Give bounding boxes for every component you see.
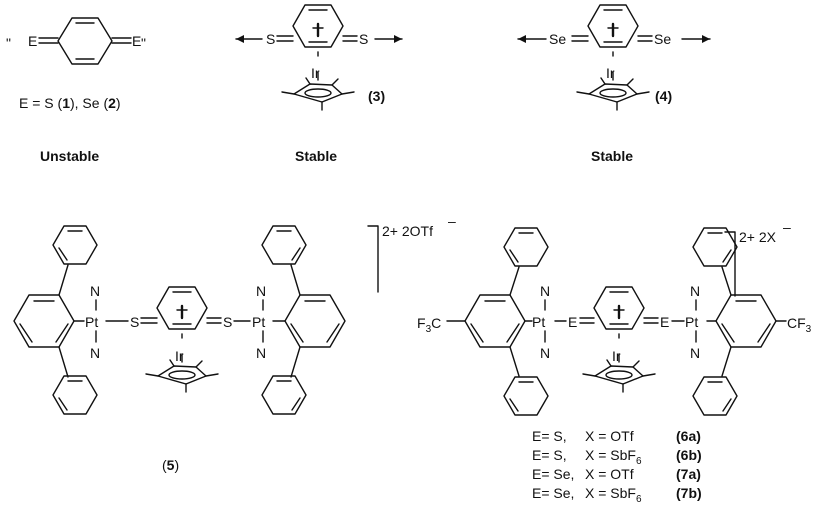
atom-se-right: Se [654, 31, 671, 47]
svg-text:X = SbF6: X = SbF6 [585, 447, 642, 467]
variant-row: E= S, X = OTf (6a) [532, 428, 701, 444]
n-label-6d: N [690, 345, 700, 361]
svg-text:X = SbF6: X = SbF6 [585, 485, 642, 505]
metal-ir-4: Ir [606, 65, 615, 81]
n-label-6a: N [540, 283, 550, 299]
complex-5: 2+ 2OTf – N N Pt S S Ir Pt N N [13, 213, 456, 473]
unstable-legend: E = S (1), Se (2) [19, 95, 121, 111]
cf3-left: F3C [417, 315, 441, 335]
variant-row: E= Se, X = OTf (7a) [532, 466, 701, 482]
svg-text:(7a): (7a) [676, 466, 701, 482]
caption-stable-3: Stable [295, 148, 337, 164]
svg-text:(6b): (6b) [676, 447, 702, 463]
complex-6-7: 2+ 2X – F3C N N Pt E E Ir Pt N N [417, 219, 812, 505]
label-4: (4) [655, 88, 672, 104]
complex-4: Se Se Ir (4) Stable [517, 3, 711, 164]
metal-ir-67: Ir [612, 348, 621, 364]
metal-ir-3: Ir [311, 65, 320, 81]
svg-text:(7b): (7b) [676, 485, 702, 501]
e-left-67: E [568, 314, 577, 330]
svg-text:E= Se,: E= Se, [532, 485, 574, 501]
variants-list: E= S, X = OTf (6a) E= S, X = SbF6 (6b) E… [532, 428, 702, 505]
cf3-right: CF3 [787, 315, 812, 335]
n-label-5c: N [256, 283, 266, 299]
atom-s-left: S [266, 31, 275, 47]
svg-text:E= Se,: E= Se, [532, 466, 574, 482]
charge-67: 2+ 2X [739, 229, 777, 245]
e-right-67: E [660, 314, 669, 330]
caption-stable-4: Stable [591, 148, 633, 164]
n-label-5a: N [90, 283, 100, 299]
charge-5: 2+ 2OTf [382, 223, 433, 239]
quote-close: " [141, 35, 146, 51]
variant-row: E= Se, X = SbF6 (7b) [532, 485, 702, 505]
atom-e-left: E [28, 33, 37, 49]
metal-ir-5: Ir [175, 348, 184, 364]
atom-se-left: Se [549, 31, 566, 47]
svg-text:X = OTf: X = OTf [585, 428, 634, 444]
pt-5-right: Pt [252, 314, 265, 330]
svg-text:(6a): (6a) [676, 428, 701, 444]
caption-unstable: Unstable [40, 148, 99, 164]
s-left-5: S [130, 314, 139, 330]
atom-s-right: S [359, 31, 368, 47]
atom-e-right: E [132, 33, 141, 49]
label-3: (3) [368, 88, 385, 104]
complex-3: S S Ir (3) Stable [235, 3, 403, 164]
n-label-6c: N [690, 283, 700, 299]
s-right-5: S [223, 314, 232, 330]
variant-row: E= S, X = SbF6 (6b) [532, 447, 702, 467]
n-label-6b: N [540, 345, 550, 361]
charge-minus-67: – [783, 219, 791, 235]
svg-text:X = OTf: X = OTf [585, 466, 634, 482]
svg-text:E= S,: E= S, [532, 428, 567, 444]
n-label-5d: N [256, 345, 266, 361]
quote-open: " [6, 35, 11, 51]
label-5: (5) [162, 457, 179, 473]
pt-67-right: Pt [685, 314, 698, 330]
pt-67-left: Pt [532, 314, 545, 330]
charge-minus-5: – [448, 213, 456, 229]
n-label-5b: N [90, 345, 100, 361]
unstable-quinoid: " " E E E = S (1), Se (2) Unstable [6, 17, 146, 164]
svg-text:E= S,: E= S, [532, 447, 567, 463]
pt-5-left: Pt [85, 314, 98, 330]
